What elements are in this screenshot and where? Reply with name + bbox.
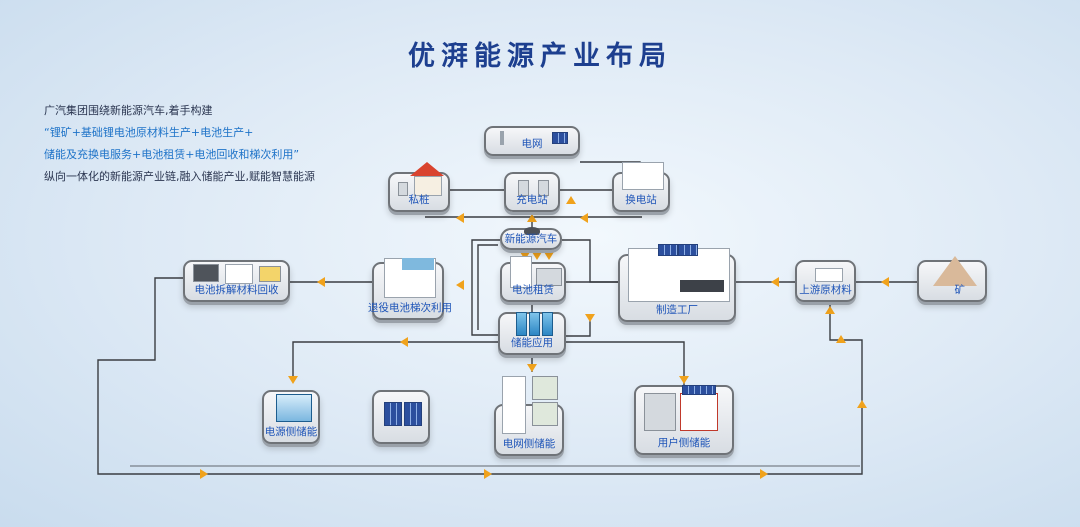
solar-panel-icon (682, 385, 716, 395)
node-recycling: 电池拆解材料回收 (183, 260, 290, 302)
node-grid-storage: 电网侧储能 (494, 376, 564, 456)
user-building-icon (644, 393, 676, 431)
arrow-left-icon (456, 213, 464, 223)
arrow-left-icon (881, 277, 889, 287)
house-roof-icon (410, 162, 444, 176)
storage-tower-icon (502, 376, 526, 434)
arrow-up-icon (825, 306, 835, 314)
charging-pile-icon (398, 182, 408, 196)
node-solar-panels (372, 390, 430, 444)
node-user-storage: 用户侧储能 (634, 385, 734, 455)
node-grid: 电网 (484, 126, 580, 156)
charger-icon (538, 180, 549, 196)
arrow-left-icon (400, 337, 408, 347)
page-title: 优湃能源产业布局 (408, 41, 672, 72)
node-upstream-materials-label: 上游原材料 (799, 284, 852, 296)
node-factory-label: 制造工厂 (656, 304, 698, 316)
node-cascade-use: 退役电池梯次利用 (368, 258, 452, 320)
node-cascade-use-label: 退役电池梯次利用 (368, 302, 452, 314)
house-icon (414, 176, 442, 196)
node-nev-label: 新能源汽车 (504, 233, 558, 245)
arrow-left-icon (317, 277, 325, 287)
arrow-down-icon (288, 376, 298, 384)
solar-panel-icon (404, 402, 422, 426)
node-charging-station: 充电站 (504, 172, 560, 212)
cooling-unit-icon (532, 402, 558, 426)
node-nev: 新能源汽车 (500, 227, 562, 250)
battery-cabinet-icon (510, 256, 532, 288)
roof-panel-icon (402, 258, 434, 270)
node-grid-label: 电网 (521, 138, 543, 150)
node-private-pile-label: 私桩 (408, 194, 430, 206)
battery-icon (542, 312, 553, 336)
store-icon (680, 393, 718, 431)
intro-text: 广汽集团围绕新能源汽车,着手构建 “锂矿+基础锂电池原材料生产+电池生产+ 储能… (44, 100, 315, 188)
arrow-down-icon (679, 376, 689, 384)
factory-windows-icon (680, 280, 724, 292)
node-source-storage: 电源侧储能 (262, 390, 320, 444)
arrow-left-icon (580, 213, 588, 223)
arrow-down-icon (585, 314, 595, 322)
cooling-unit-icon (532, 376, 558, 400)
intro-line-3: 储能及充换电服务+电池租赁+电池回收和梯次利用” (44, 148, 300, 161)
power-tower-icon (500, 131, 504, 145)
arrow-left-icon (771, 277, 779, 287)
node-upstream-materials: 上游原材料 (795, 260, 856, 302)
node-grid-storage-label: 电网侧储能 (502, 438, 556, 450)
arrow-down-icon (532, 252, 542, 260)
arrow-up-icon (857, 400, 867, 408)
arrow-up-icon (527, 214, 537, 222)
node-battery-rental: 电池租赁 (500, 256, 566, 302)
node-battery-rental-label: 电池租赁 (512, 284, 554, 296)
power-plant-storage-icon (276, 394, 312, 422)
material-bin-icon (259, 266, 281, 282)
node-factory: 制造工厂 (618, 244, 736, 322)
processing-unit-icon (225, 264, 253, 284)
node-mine: 矿 (917, 256, 987, 302)
swap-station-building-icon (622, 162, 664, 190)
node-swap-station: 换电站 (612, 162, 670, 212)
battery-pack-icon (536, 268, 562, 286)
node-private-pile: 私桩 (388, 162, 450, 212)
car-icon (524, 227, 540, 235)
solar-panel-icon (678, 244, 698, 256)
intro-line-4: 纵向一体化的新能源产业链,融入储能产业,赋能智慧能源 (44, 170, 315, 183)
node-storage-application: 储能应用 (498, 312, 566, 355)
battery-icon (516, 312, 527, 336)
intro-line-1: 广汽集团围绕新能源汽车,着手构建 (44, 104, 213, 117)
node-source-storage-label: 电源侧储能 (264, 426, 318, 438)
charger-icon (518, 180, 529, 196)
arrow-right-icon (760, 469, 768, 479)
node-swap-station-label: 换电站 (625, 194, 657, 206)
intro-line-2: “锂矿+基础锂电池原材料生产+电池生产+ (44, 126, 254, 139)
materials-plant-icon (815, 268, 843, 282)
solar-panel-icon (384, 402, 402, 426)
arrow-right-icon (484, 469, 492, 479)
solar-panel-icon (552, 132, 568, 144)
mine-mountain-icon (933, 256, 977, 286)
node-storage-application-label: 储能应用 (511, 337, 553, 349)
arrow-down-icon (544, 252, 554, 260)
arrow-down-icon (527, 364, 537, 372)
node-charging-station-label: 充电站 (516, 194, 548, 206)
battery-icon (529, 312, 540, 336)
dismantling-machine-icon (193, 264, 219, 282)
node-user-storage-label: 用户侧储能 (657, 437, 711, 449)
arrow-right-icon (200, 469, 208, 479)
arrow-up-icon (836, 335, 846, 343)
factory-building-icon (628, 248, 730, 302)
solar-panel-icon (658, 244, 678, 256)
arrow-left-icon (456, 280, 464, 290)
node-recycling-label: 电池拆解材料回收 (194, 284, 279, 296)
node-mine-label: 矿 (954, 284, 966, 296)
arrow-up-icon (566, 196, 576, 204)
